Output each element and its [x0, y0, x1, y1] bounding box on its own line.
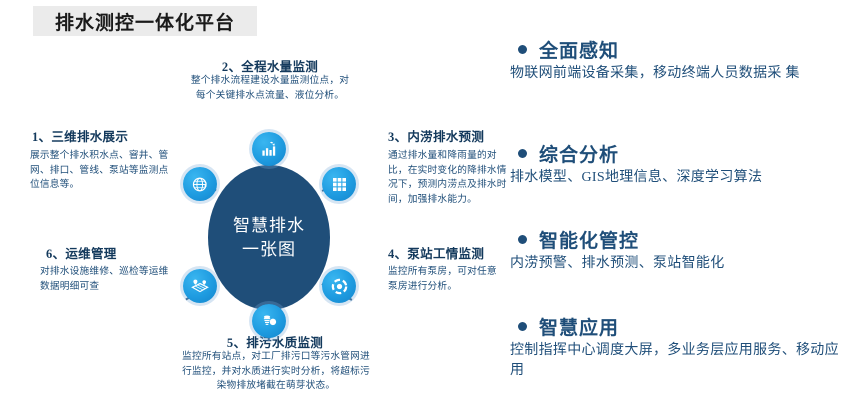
page-title-bar: 排水测控一体化平台 [33, 6, 257, 36]
node-desc-2: 整个排水流程建设水量监测位点，对每个关键排水点流量、液位分析。 [190, 75, 350, 101]
feature-title-4: 智慧应用 [539, 318, 620, 339]
node-title-6: 6、运维管理 [46, 247, 117, 261]
hub-label-line-1: 智慧排水 [233, 215, 305, 235]
bar-chart-growth-icon [259, 139, 279, 159]
node-desc-5: 监控所有站点，对工厂排污口等污水管网进行监控，并对水质进行实时分析，将超标污染物… [182, 351, 370, 391]
feature-item-3: 智能化管控 内涝预警、排水预测、泵站智能化 [510, 226, 841, 274]
bullet-icon [518, 235, 527, 244]
bullet-icon [518, 149, 527, 158]
grid-apps-icon [331, 176, 348, 193]
gear-target-icon [330, 277, 349, 296]
feature-list: 全面感知 物联网前端设备采集，移动终端人员数据采 集 综合分析 排水模型、GIS… [510, 36, 841, 406]
feature-head-3: 智能化管控 [518, 226, 841, 253]
feature-head-2: 综合分析 [518, 140, 841, 167]
feature-item-4: 智慧应用 控制指挥中心调度大屏，多业务层应用服务、移动应用 [510, 313, 841, 381]
feature-desc-1: 物联网前端设备采集，移动终端人员数据采 集 [510, 66, 800, 81]
node-desc-3: 通过排水量和降雨量的对比，在实时变化的降排水情况下，预测内涝点及排水时间，加强排… [388, 150, 507, 205]
node-icon-globe-network[interactable] [183, 167, 217, 201]
node-icon-water-quality[interactable] [252, 304, 286, 338]
feature-desc-2: 排水模型、GIS地理信息、深度学习算法 [510, 170, 763, 185]
feature-title-1: 全面感知 [539, 41, 620, 62]
feature-desc-4: 控制指挥中心调度大屏，多业务层应用服务、移动应用 [510, 343, 839, 378]
page-title: 排水测控一体化平台 [54, 12, 235, 34]
feature-item-2: 综合分析 排水模型、GIS地理信息、深度学习算法 [510, 140, 841, 188]
node-desc-4: 监控所有泵房，可对任意泵房进行分析。 [388, 266, 497, 292]
feature-head-4: 智慧应用 [518, 313, 841, 340]
feature-desc-3: 内涝预警、排水预测、泵站智能化 [510, 256, 725, 271]
hub-and-spoke-diagram: 智慧排水 一张图 2、全程水量监测 整个排水流程建设水量监测位点，对每个关键排水… [0, 40, 506, 412]
water-quality-icon [260, 312, 279, 331]
node-icon-map-pins[interactable] [183, 269, 217, 303]
hub-center: 智慧排水 一张图 [208, 165, 330, 310]
bullet-icon [518, 45, 527, 54]
feature-title-3: 智能化管控 [539, 231, 640, 252]
map-pins-icon [190, 276, 210, 296]
node-title-3: 3、内涝排水预测 [388, 130, 485, 144]
feature-item-1: 全面感知 物联网前端设备采集，移动终端人员数据采 集 [510, 36, 841, 84]
node-icon-gear-target[interactable] [322, 269, 356, 303]
feature-head-1: 全面感知 [518, 36, 841, 63]
node-desc-6: 对排水设施维修、巡检等运维数据明细可查 [40, 266, 169, 292]
feature-title-2: 综合分析 [539, 145, 620, 166]
node-title-4: 4、泵站工情监测 [388, 247, 485, 261]
node-title-2: 2、全程水量监测 [221, 60, 319, 74]
globe-network-icon [191, 175, 210, 194]
node-desc-1: 展示整个排水积水点、窨井、管网、排口、管线、泵站等监测点位信息等。 [30, 150, 169, 190]
node-icon-bar-chart-growth[interactable] [252, 132, 286, 166]
bullet-icon [518, 322, 527, 331]
node-title-5: 5、排污水质监测 [226, 336, 324, 350]
node-icon-grid-apps[interactable] [322, 167, 356, 201]
node-title-1: 1、三维排水展示 [32, 130, 129, 144]
hub-label-line-2: 一张图 [242, 239, 296, 259]
